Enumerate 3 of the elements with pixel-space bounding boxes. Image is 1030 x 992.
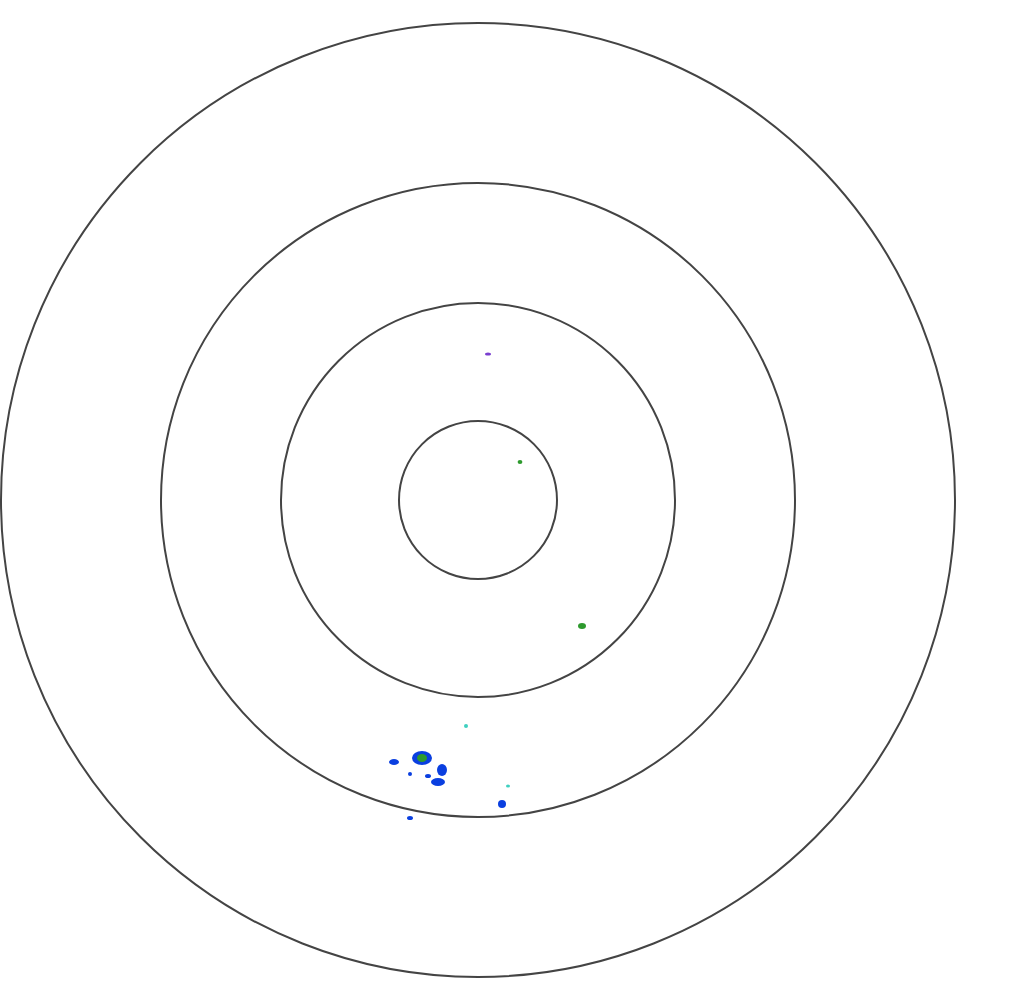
range-ring	[0, 22, 956, 978]
range-ring	[398, 420, 558, 580]
range-ring	[280, 302, 676, 698]
